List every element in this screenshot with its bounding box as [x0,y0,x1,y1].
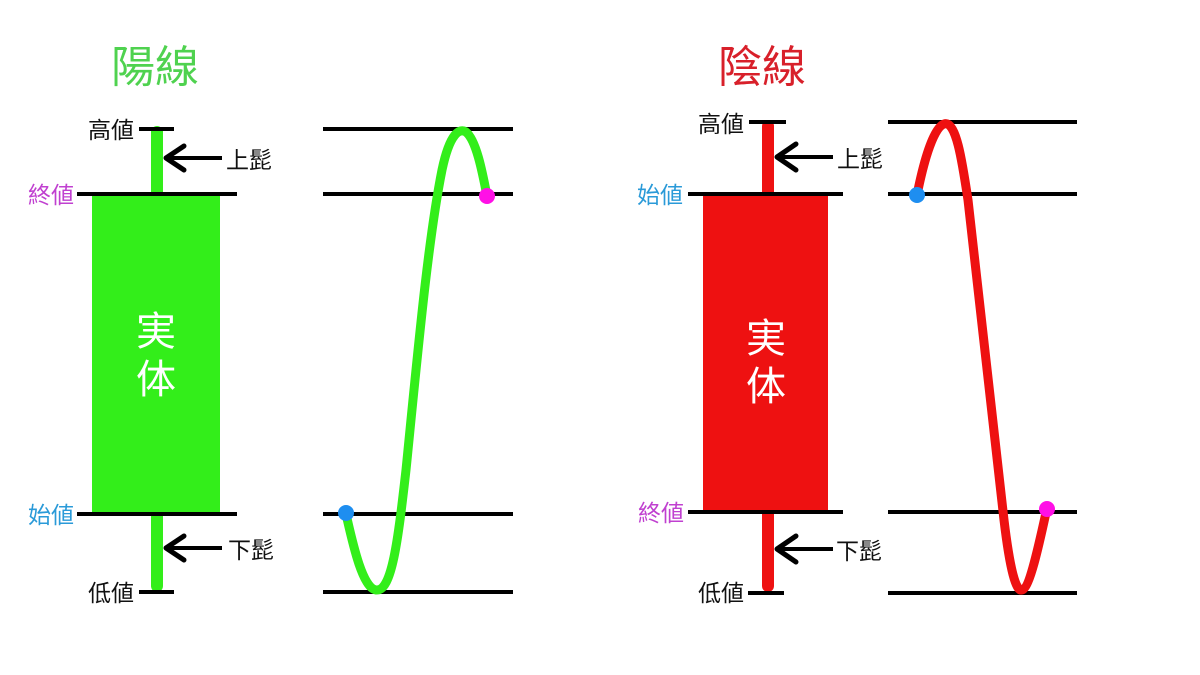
bearish-upper-shadow-arrow-icon [774,141,833,173]
bearish-lower-shadow-label: 下髭 [836,539,882,565]
bullish-close-dot [479,188,495,204]
bearish-lower-shadow-arrow-icon [774,533,833,565]
bullish-body [92,194,220,514]
bearish-price-path [912,119,1052,595]
bullish-upper-shadow-label: 上髭 [226,148,272,174]
bullish-low-label: 低値 [88,581,134,607]
bearish-candle-section: 陰線 高値 始値 終値 低値 上髭 下髭 実 体 [637,42,883,607]
bearish-body [703,194,828,512]
bearish-price-path-chart [888,119,1077,595]
bearish-open-label: 始値 [637,183,683,209]
bullish-high-label: 高値 [88,118,134,144]
bearish-body-label-1: 実 [746,316,786,362]
bullish-open-label: 始値 [28,503,74,529]
bullish-price-path-chart [323,126,513,595]
bearish-low-label: 低値 [698,581,744,607]
bearish-upper-shadow-label: 上髭 [837,147,883,173]
bullish-body-label-1: 実 [136,309,176,355]
bearish-title: 陰線 [718,42,806,93]
bullish-body-label-2: 体 [136,357,176,403]
bullish-upper-shadow-arrow-icon [163,143,222,173]
bullish-lower-shadow-label: 下髭 [228,538,274,564]
bearish-open-dot [909,187,925,203]
bearish-high-label: 高値 [698,112,744,138]
bullish-title: 陽線 [111,42,199,93]
bearish-close-label: 終値 [638,501,684,527]
bullish-open-dot [338,505,354,521]
bearish-body-label-2: 体 [746,364,786,410]
bullish-lower-shadow-arrow-icon [163,533,222,563]
bullish-candle-section: 陽線 高値 終値 始値 低値 上髭 下髭 実 体 [28,42,274,607]
bullish-close-label: 終値 [28,183,74,209]
bearish-close-dot [1039,501,1055,517]
bullish-price-path [341,126,492,595]
